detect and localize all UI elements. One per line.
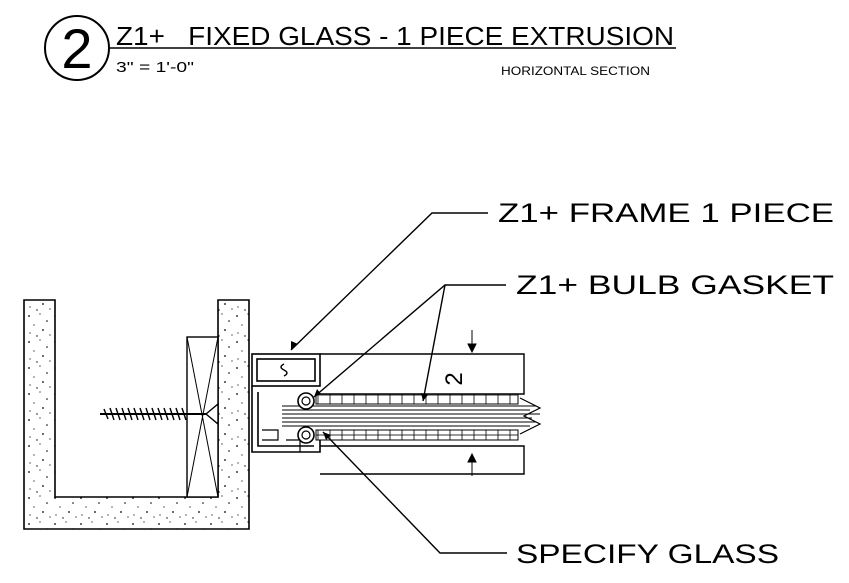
- leader-glass: [322, 431, 507, 554]
- leader-gasket-2: [422, 284, 446, 402]
- detail-title: Z1+ FIXED GLASS - 1 PIECE EXTRUSION: [116, 21, 674, 51]
- leader-frame: [290, 212, 488, 351]
- detail-scale: 3" = 1'-0": [116, 59, 194, 76]
- view-label: HORIZONTAL SECTION: [501, 64, 650, 78]
- dimension-marker: [467, 330, 477, 476]
- leader-gasket: [313, 284, 506, 398]
- concrete-substrate: [23, 299, 250, 530]
- detail-number-bubble: [44, 15, 110, 81]
- insulated-glass-unit: [282, 393, 542, 441]
- spacer-top: [315, 393, 519, 405]
- detail-number: 2: [61, 17, 92, 80]
- title-block: 2 Z1+ FIXED GLASS - 1 PIECE EXTRUSION 3"…: [44, 15, 676, 81]
- callout-frame: Z1+ FRAME 1 PIECE: [498, 198, 834, 228]
- callout-gasket: Z1+ BULB GASKET: [516, 270, 834, 300]
- bulb-gaskets: [297, 392, 315, 444]
- spacer-bottom: [315, 429, 519, 441]
- anchor-screw: [100, 402, 219, 426]
- callout-glass: SPECIFY GLASS: [516, 539, 779, 569]
- glass-break-line: [519, 397, 542, 435]
- screw-threads: [103, 407, 187, 421]
- leader-lines: [290, 212, 507, 554]
- glass-lites: [282, 405, 540, 427]
- dimension-value: 2: [441, 372, 468, 385]
